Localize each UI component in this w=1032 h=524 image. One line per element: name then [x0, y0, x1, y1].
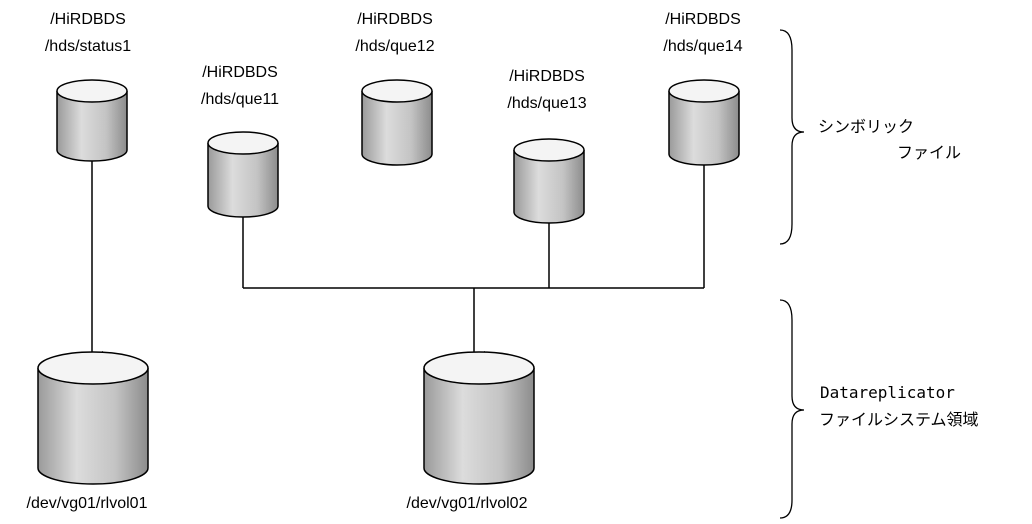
- cylinder-que13: [513, 138, 585, 224]
- symbolic-file-que11-line2: /hds/que11: [201, 91, 279, 108]
- brace-label-symbolic-line1: シンボリック: [818, 119, 915, 136]
- symbolic-file-que11-line1: /HiRDBDS: [202, 64, 278, 81]
- volume-rlvol01: [37, 351, 149, 485]
- brace-symbolic: [779, 29, 805, 245]
- symbolic-file-que14-line2: /hds/que14: [663, 38, 743, 55]
- symbolic-file-que14-line1: /HiRDBDS: [665, 11, 741, 28]
- cylinder-que12: [361, 79, 433, 166]
- symbolic-file-status1-line1: /HiRDBDS: [50, 11, 126, 28]
- cylinder-que11: [207, 131, 279, 218]
- symbolic-file-que13-line1: /HiRDBDS: [509, 68, 585, 85]
- brace-label-symbolic-line2: ファイル: [897, 145, 962, 162]
- connector-lines: [91, 161, 705, 361]
- symbolic-file-que13-line2: /hds/que13: [507, 95, 587, 112]
- cylinder-que14: [668, 79, 740, 166]
- brace-label-filesystem-line2: ファイルシステム領域: [819, 412, 979, 429]
- brace-label-filesystem-line1: Datareplicator: [820, 383, 955, 402]
- volume-label-rlvol02: /dev/vg01/rlvol02: [406, 495, 528, 512]
- volume-rlvol02: [423, 351, 535, 485]
- symbolic-file-que12-line2: /hds/que12: [355, 38, 435, 55]
- brace-filesystem: [779, 299, 805, 519]
- symbolic-file-status1-line2: /hds/status1: [44, 38, 132, 55]
- cylinder-status1: [56, 79, 128, 162]
- volume-label-rlvol01: /dev/vg01/rlvol01: [26, 495, 148, 512]
- symbolic-file-que12-line1: /HiRDBDS: [357, 11, 433, 28]
